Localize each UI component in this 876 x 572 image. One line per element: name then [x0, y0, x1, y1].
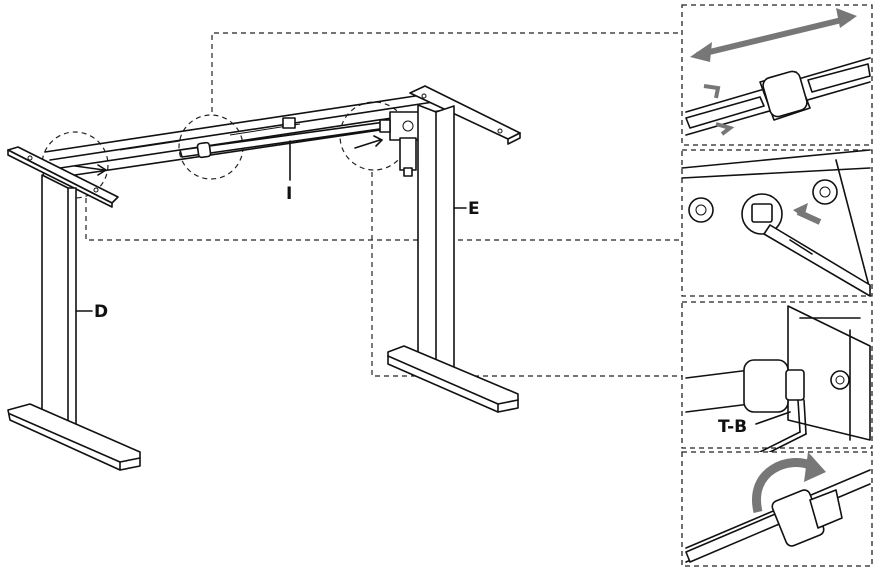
label-tool: T-B [718, 417, 747, 437]
left-leg [7, 174, 141, 471]
motor-unit [379, 111, 421, 177]
detail-panel-rotate [681, 451, 873, 567]
detail-panel-slide [681, 4, 873, 146]
label-leg-right: E [468, 199, 480, 219]
callout-connectors [85, 32, 682, 377]
rotate-arrow-icon [752, 452, 826, 514]
detail-panel-insert [681, 149, 873, 297]
double-arrow-icon [690, 8, 857, 62]
label-leg-left: D [94, 302, 108, 322]
right-leg [387, 104, 519, 413]
part-labels: D E I [75, 184, 480, 322]
detail-panel-tool: T-B [681, 301, 873, 457]
allen-key-icon [759, 399, 807, 457]
label-crossbar: I [286, 184, 292, 204]
desk-frame [7, 85, 521, 471]
